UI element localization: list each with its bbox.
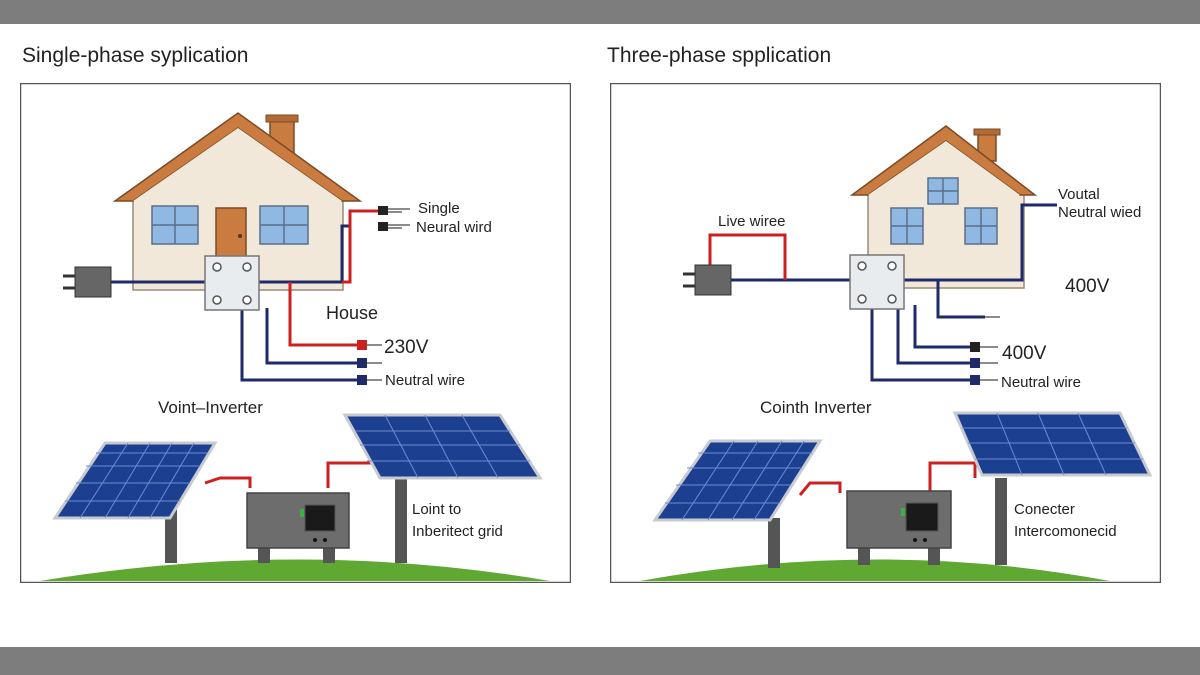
inverter-icon bbox=[846, 490, 952, 565]
solar-panel-left-icon bbox=[52, 441, 218, 563]
ground-grass bbox=[40, 559, 550, 581]
top-bar bbox=[0, 0, 1200, 24]
solar-panel-right-icon bbox=[952, 411, 1153, 565]
label-grid-2: Inberitect grid bbox=[412, 523, 503, 540]
label-grid-1: Loint to bbox=[412, 501, 461, 518]
label-vourtal: Voutal bbox=[1058, 186, 1100, 203]
label-house: House bbox=[326, 303, 378, 323]
label-inverter: Cointh Inverter bbox=[760, 398, 872, 417]
ground-grass bbox=[640, 559, 1110, 581]
label-neutral-bottom: Neutral wire bbox=[1001, 374, 1081, 391]
wire-terminals bbox=[357, 206, 410, 385]
label-live: Live wiree bbox=[718, 213, 786, 230]
three-phase-title: Three-phase spplication bbox=[607, 44, 832, 67]
single-phase-title: Single-phase syplication bbox=[22, 44, 249, 67]
label-neutral-top: Neutral wied bbox=[1058, 204, 1141, 221]
inverter-icon bbox=[246, 492, 350, 563]
label-conn-1: Conecter bbox=[1014, 501, 1075, 518]
label-single: Single bbox=[418, 200, 460, 217]
solar-panel-right-icon bbox=[342, 413, 543, 563]
label-voltage-1: 400V bbox=[1065, 276, 1110, 297]
plug-icon bbox=[683, 264, 732, 296]
label-conn-2: Intercomonecid bbox=[1014, 523, 1117, 540]
label-inverter: Voint–Inverter bbox=[158, 398, 263, 417]
label-voltage-2: 400V bbox=[1002, 343, 1047, 364]
label-voltage: 230V bbox=[384, 337, 429, 358]
label-neutral-top: Neural wird bbox=[416, 219, 492, 236]
wire-terminals bbox=[970, 316, 1000, 385]
junction-box-icon bbox=[204, 255, 260, 311]
three-phase-diagram: Voutal Neutral wied Live wiree 400V 400V… bbox=[610, 83, 1161, 583]
single-phase-diagram: Single Neural wird House 230V Neutral wi… bbox=[20, 83, 571, 583]
junction-box-icon bbox=[849, 254, 905, 310]
plug-icon bbox=[63, 266, 112, 298]
solar-panel-left-icon bbox=[652, 439, 823, 568]
label-neutral-bottom: Neutral wire bbox=[385, 372, 465, 389]
bottom-bar bbox=[0, 647, 1200, 675]
